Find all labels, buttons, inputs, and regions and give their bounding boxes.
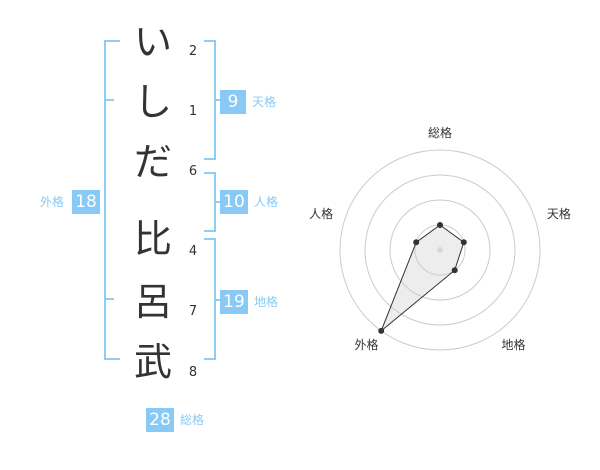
jinkaku-label: 人格 bbox=[254, 195, 279, 209]
radar-point bbox=[437, 222, 443, 228]
stroke-count-1: 2 bbox=[188, 44, 198, 59]
radar-point bbox=[451, 267, 458, 274]
jinkaku-value: 10 bbox=[220, 190, 248, 214]
name-char-6: 武 bbox=[133, 340, 172, 384]
tenkaku-value: 9 bbox=[220, 90, 246, 114]
radar-ring bbox=[389, 199, 491, 301]
radar-axis-label: 総格 bbox=[427, 126, 453, 140]
name-char-4: 比 bbox=[133, 217, 172, 261]
gaikaku-value: 18 bbox=[72, 190, 100, 214]
chikaku-label: 地格 bbox=[254, 295, 279, 309]
radar-polygon bbox=[380, 224, 465, 332]
chikaku-bracket bbox=[204, 238, 216, 360]
stroke-count-4: 4 bbox=[188, 244, 198, 259]
radar-point bbox=[413, 239, 420, 246]
stroke-count-6: 8 bbox=[188, 365, 198, 380]
radar-svg bbox=[339, 149, 541, 351]
radar-ring bbox=[364, 174, 516, 326]
radar-center bbox=[437, 247, 443, 253]
stroke-count-3: 6 bbox=[188, 164, 198, 179]
gaikaku-label: 外格 bbox=[40, 195, 65, 209]
name-char-2: し bbox=[133, 80, 172, 124]
radar-chart: 総格天格地格 外格 人格 bbox=[290, 110, 590, 370]
stroke-count-2: 1 bbox=[188, 104, 198, 119]
soukaku-value: 28 bbox=[146, 408, 174, 432]
gaikaku-bracket bbox=[104, 40, 120, 360]
radar-axis-label: 人格 bbox=[309, 206, 334, 221]
bracket-connector bbox=[216, 99, 222, 101]
chikaku-value: 19 bbox=[220, 290, 248, 314]
radar-axis-label: 外格 bbox=[354, 337, 379, 352]
tenkaku-label: 天格 bbox=[252, 95, 277, 109]
radar-point bbox=[378, 327, 385, 334]
jinkaku-bracket bbox=[204, 172, 216, 232]
bracket-tick bbox=[104, 99, 114, 101]
radar-axis-label: 地格 bbox=[501, 337, 526, 352]
name-char-3: だ bbox=[133, 140, 172, 184]
bracket-tick bbox=[104, 298, 114, 300]
tenkaku-bracket bbox=[204, 40, 216, 160]
radar-ring bbox=[339, 149, 541, 351]
name-char-5: 呂 bbox=[133, 280, 172, 324]
radar-axis-label: 天格 bbox=[546, 206, 571, 221]
bracket-connector bbox=[216, 299, 222, 301]
bracket-connector bbox=[216, 201, 222, 203]
stroke-count-5: 7 bbox=[188, 304, 198, 319]
radar-point bbox=[460, 239, 467, 246]
soukaku-label: 総格 bbox=[180, 413, 205, 427]
name-char-1: い bbox=[133, 20, 172, 64]
